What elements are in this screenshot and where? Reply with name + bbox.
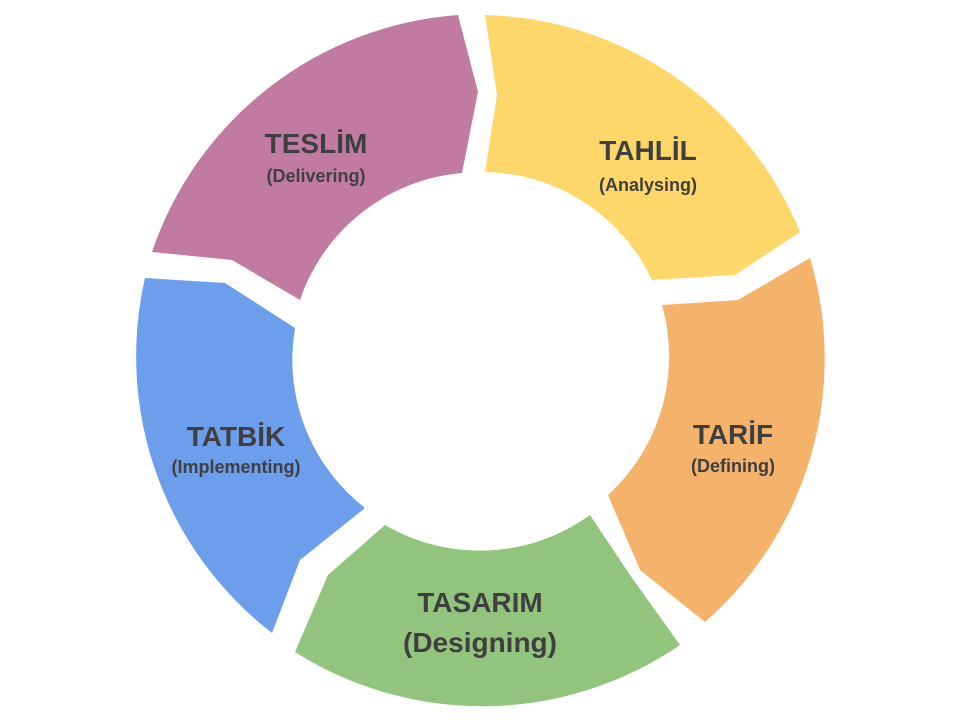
stage-teslim-title: TESLİM [265,128,368,159]
stage-tahlil-subtitle: (Analysing) [599,175,697,195]
stage-tatbik-arrow [136,278,365,633]
stage-tarif-arrow [608,258,825,622]
stage-tatbik: TATBİK (Implementing) [136,278,365,633]
stage-teslim-subtitle: (Delivering) [266,166,365,186]
stage-tatbik-subtitle: (Implementing) [172,457,301,477]
stage-tarif: TARİF (Defining) [608,258,825,622]
stage-tasarim-subtitle: (Designing) [403,627,557,658]
stage-tatbik-title: TATBİK [187,421,286,452]
stage-teslim: TESLİM (Delivering) [152,15,478,300]
stage-tasarim-arrow [295,515,680,707]
stage-tahlil-arrow [485,15,800,280]
stage-tahlil: TAHLİL (Analysing) [485,15,800,280]
stage-tasarim-title: TASARIM [417,587,542,618]
stage-tarif-subtitle: (Defining) [691,456,775,476]
stage-tarif-title: TARİF [693,419,773,450]
stage-teslim-arrow [152,15,478,300]
stage-tasarim: TASARIM (Designing) [295,515,680,707]
stage-tahlil-title: TAHLİL [599,135,696,166]
